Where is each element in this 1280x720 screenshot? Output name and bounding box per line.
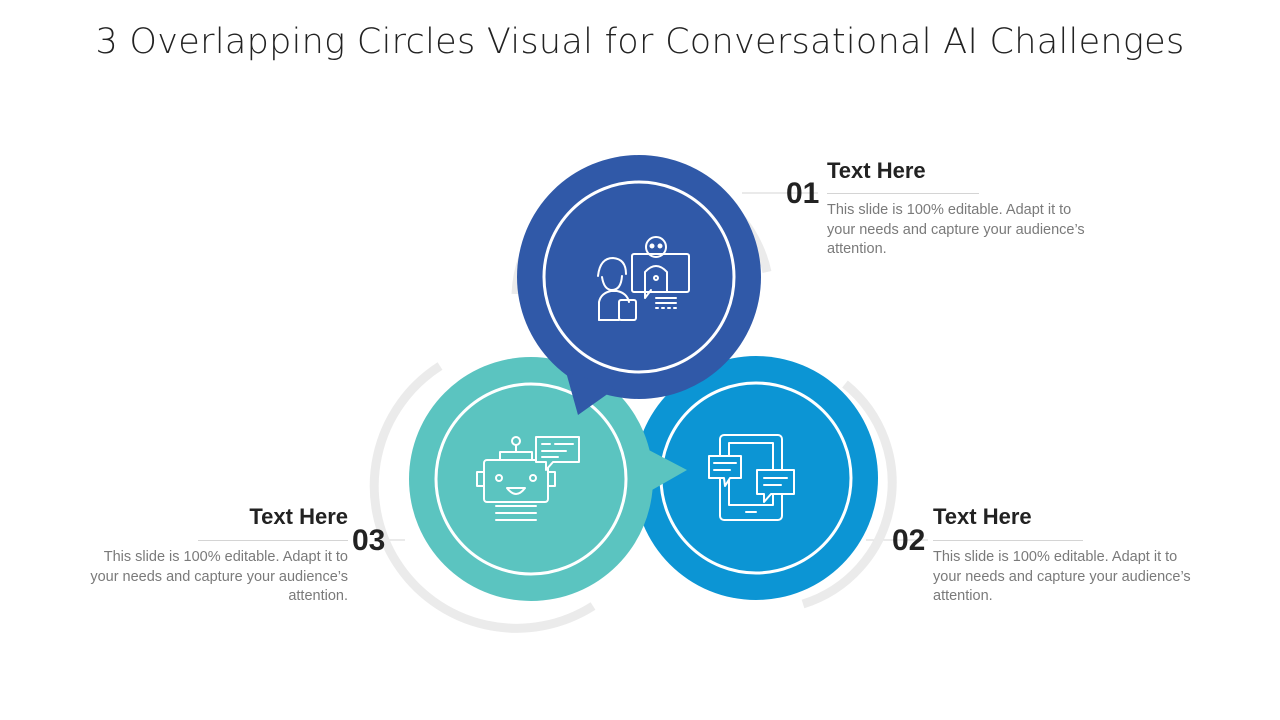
item-01-heading: Text Here (827, 158, 926, 183)
robot-speech-icon (476, 436, 580, 521)
circle-01 (517, 155, 761, 415)
item-02-number: 02 (892, 524, 926, 557)
outline-arc-03 (369, 362, 596, 633)
item-03-heading: Text Here (249, 504, 348, 529)
item-03-number: 03 (352, 524, 386, 557)
item-03-description: This slide is 100% editable. Adapt it to… (90, 549, 348, 604)
item-02-heading: Text Here (933, 504, 1032, 529)
tablet-chat-icon (708, 434, 795, 521)
item-03-rule (198, 540, 348, 541)
item-02-description: This slide is 100% editable. Adapt it to… (933, 549, 1191, 604)
slide-title: 3 Overlapping Circles Visual for Convers… (95, 22, 1185, 62)
item-01-number: 01 (786, 177, 820, 210)
item-02-rule (933, 540, 1083, 541)
item-01-description: This slide is 100% editable. Adapt it to… (827, 202, 1085, 257)
item-01-rule (827, 193, 979, 194)
person-robot-chat-icon (597, 236, 690, 321)
outline-arc-02 (801, 380, 897, 609)
